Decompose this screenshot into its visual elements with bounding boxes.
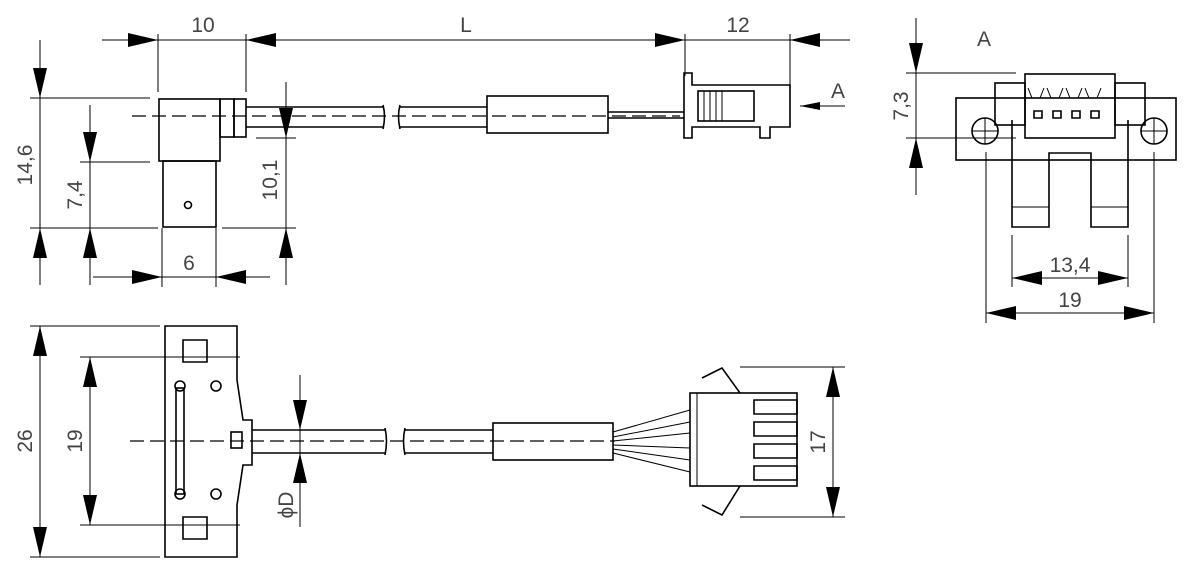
dim-10: 10 xyxy=(191,14,214,37)
dim-6: 6 xyxy=(183,252,195,275)
plug-housing xyxy=(689,392,798,487)
dim-17: 17 xyxy=(807,430,830,453)
view-a: A 7,3 13,4 19 xyxy=(890,18,1177,323)
dim-10-1: 10,1 xyxy=(259,160,282,201)
dim-7-3: 7,3 xyxy=(890,91,913,120)
latches xyxy=(701,366,741,517)
dim-diameter-D: ϕD xyxy=(275,492,298,519)
fork-body xyxy=(1011,120,1129,228)
wires-side xyxy=(612,409,691,473)
view-arrow-label: A xyxy=(831,80,845,103)
dimension-arrows xyxy=(128,33,820,47)
view-title: A xyxy=(977,28,991,51)
dim-26: 26 xyxy=(14,429,37,452)
dim-13-4: 13,4 xyxy=(1050,254,1091,277)
mounting-plate xyxy=(955,97,1177,161)
top-view: 10 L 12 A 14,6 7,4 10,1 xyxy=(14,14,850,287)
dim-7-4: 7,4 xyxy=(64,180,87,210)
wires xyxy=(608,111,684,119)
dim-19-pitch: 19 xyxy=(64,429,87,452)
plug-connector xyxy=(683,72,791,139)
flange xyxy=(164,325,253,558)
terminal-block xyxy=(1024,73,1116,139)
dim-14-6: 14,6 xyxy=(14,145,37,186)
dim-19-width: 19 xyxy=(1058,289,1081,312)
slot-holes xyxy=(182,339,208,540)
dim-L: L xyxy=(460,14,472,37)
angled-connector xyxy=(158,98,247,228)
ferrule xyxy=(486,95,609,134)
side-view: 26 19 ϕD 17 xyxy=(14,325,845,558)
dim-12: 12 xyxy=(726,14,749,37)
